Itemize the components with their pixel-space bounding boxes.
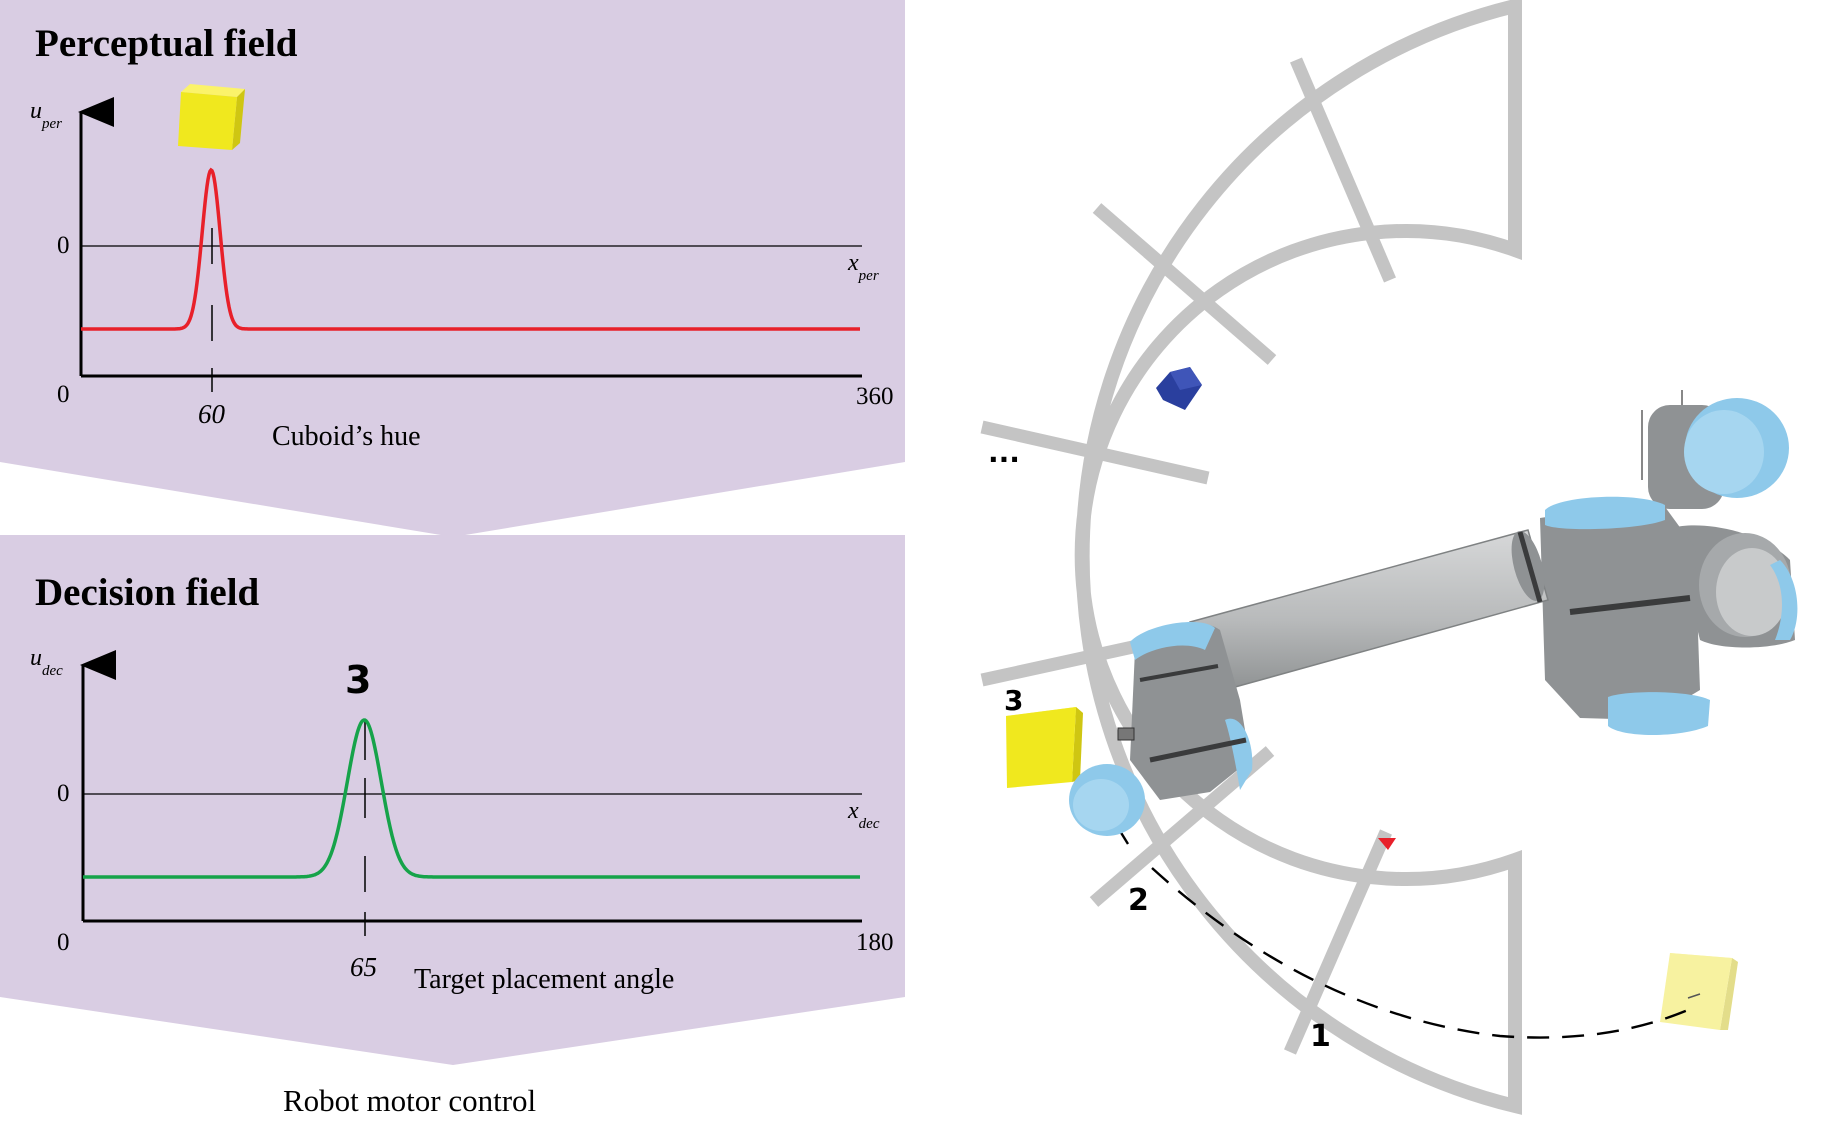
decision-origin-label: 0 [57, 929, 70, 956]
shelf-ellipsis: ... [988, 436, 1020, 469]
waypoint-label-2: 2 [1128, 883, 1149, 918]
robot-scene: ... 1 2 3 [980, 0, 1798, 1115]
decision-max-label: 180 [856, 929, 894, 956]
perceptual-max-label: 360 [856, 383, 894, 410]
decision-zero-label: 0 [57, 780, 70, 807]
perceptual-peak-label: 60 [198, 399, 226, 429]
decision-field-panel: Decision field 3 udec xdec 0 0 180 65 Ta… [0, 535, 905, 1065]
trajectory-path [1151, 867, 1689, 1039]
perceptual-field-title: Perceptual field [35, 22, 298, 65]
yellow-cube-icon [178, 84, 245, 150]
decision-panel-shape [0, 535, 905, 1065]
decision-x-axis-label: xdec [847, 798, 880, 832]
decision-axis-title: Target placement angle [414, 964, 674, 995]
perceptual-y-axis-label: uper [30, 98, 62, 132]
decision-peak-number: 3 [345, 658, 371, 702]
perceptual-activation-curve [81, 167, 860, 331]
perceptual-x-axis-label: xper [847, 250, 879, 284]
robot-motor-control-label: Robot motor control [283, 1083, 536, 1118]
perceptual-origin-label: 0 [57, 381, 70, 408]
yellow-target-cube-icon [1006, 707, 1083, 788]
perceptual-field-panel: Perceptual field uper xper 0 0 360 60 Cu… [0, 0, 905, 537]
pale-yellow-cube-icon [1660, 953, 1738, 1030]
waypoint-label-3: 3 [1004, 684, 1023, 717]
perceptual-axis-title: Cuboid’s hue [272, 421, 421, 452]
target-marker-icon [1378, 838, 1396, 850]
decision-peak-label: 65 [350, 952, 377, 982]
robot-arm [1069, 390, 1798, 836]
decision-y-axis-label: udec [30, 645, 63, 679]
perceptual-zero-label: 0 [57, 232, 70, 259]
decision-activation-curve [83, 718, 860, 879]
perceptual-panel-shape [0, 0, 905, 537]
decision-field-title: Decision field [35, 571, 260, 614]
waypoint-label-1: 1 [1310, 1019, 1331, 1054]
